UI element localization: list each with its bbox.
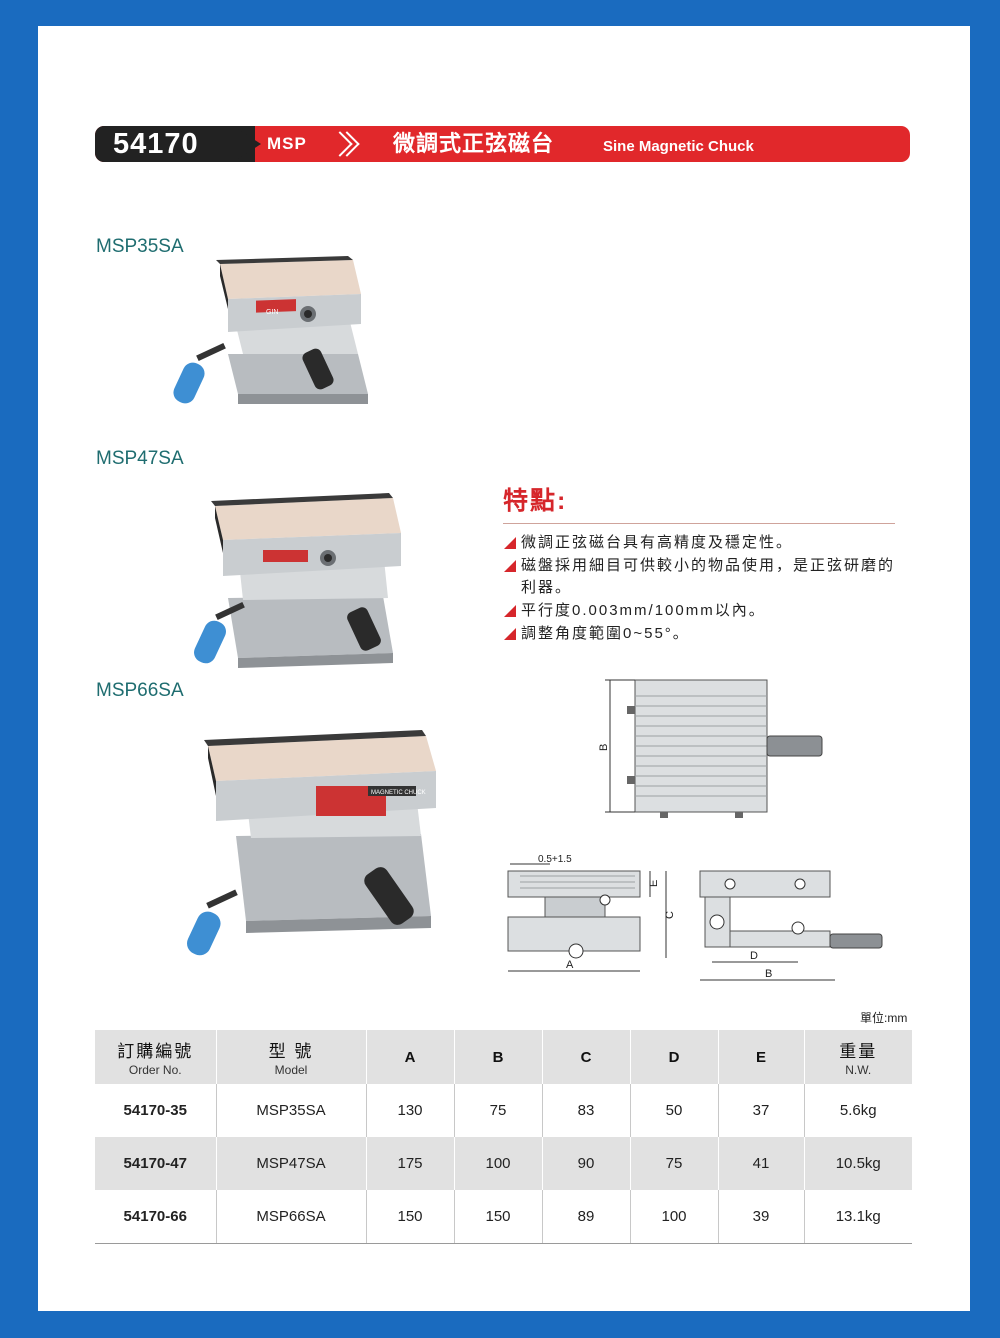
features-list: 微調正弦磁台具有高精度及穩定性。 磁盤採用細目可供較小的物品使用，是正弦研磨的利… (503, 532, 895, 645)
dimension-label-d: D (750, 950, 758, 962)
table-row: 54170-35 MSP35SA 130 75 83 50 37 5.6kg (95, 1084, 912, 1137)
catalog-page: 54170 MSP 微調式正弦磁台 Sine Magnetic Chuck MS… (38, 26, 970, 1311)
plate-label: MAGNETIC CHUCK (371, 790, 426, 796)
features-section: 特點: 微調正弦磁台具有高精度及穩定性。 磁盤採用細目可供較小的物品使用，是正弦… (503, 481, 895, 645)
triangle-bullet-icon (504, 537, 516, 549)
col-e: E (717, 1030, 804, 1084)
col-a: A (365, 1030, 454, 1084)
dimension-label-c: C (664, 911, 676, 919)
dimension-label-b-side: B (765, 968, 772, 980)
banner-arrow-divider (233, 126, 261, 162)
model-label-msp35sa: MSP35SA (96, 236, 184, 257)
unit-label: 單位:mm (860, 1011, 908, 1025)
model-label-msp47sa: MSP47SA (96, 448, 184, 469)
col-d: D (629, 1030, 718, 1084)
triangle-bullet-icon (504, 628, 516, 640)
feature-item: 調整角度範圍0~55°。 (503, 623, 895, 645)
product-title-en: Sine Magnetic Chuck (603, 138, 754, 155)
feature-item: 微調正弦磁台具有高精度及穩定性。 (503, 532, 895, 554)
col-b: B (453, 1030, 542, 1084)
triangle-bullet-icon (504, 560, 516, 572)
brand-logo: GIN (266, 309, 278, 316)
series-name: MSP (267, 134, 307, 153)
dimension-label-e: E (648, 880, 660, 887)
dimension-label-a: A (566, 959, 574, 971)
feature-item: 平行度0.003mm/100mm以內。 (503, 600, 895, 622)
product-photo-msp35sa: GIN (158, 254, 378, 414)
product-title-zh: 微調式正弦磁台 (393, 131, 555, 156)
table-row: 54170-47 MSP47SA 175 100 90 75 41 10.5kg (95, 1137, 912, 1190)
product-photo-msp47sa (153, 488, 408, 673)
model-label-msp66sa: MSP66SA (96, 680, 184, 701)
product-code: 54170 (95, 126, 255, 162)
tolerance-label: 0.5+1.5 (538, 854, 572, 865)
title-banner: 54170 MSP 微調式正弦磁台 Sine Magnetic Chuck (95, 126, 910, 162)
features-title: 特點: (503, 481, 895, 524)
feature-item: 磁盤採用細目可供較小的物品使用，是正弦研磨的利器。 (503, 555, 895, 599)
col-c: C (541, 1030, 630, 1084)
dimension-label-b: B (598, 744, 610, 751)
product-photo-msp66sa: MAGNETIC CHUCK (156, 716, 446, 956)
triangle-bullet-icon (504, 605, 516, 617)
table-row: 54170-66 MSP66SA 150 150 89 100 39 13.1k… (95, 1190, 912, 1244)
technical-drawing: B 0.5+1.5 E C A D (490, 666, 910, 996)
